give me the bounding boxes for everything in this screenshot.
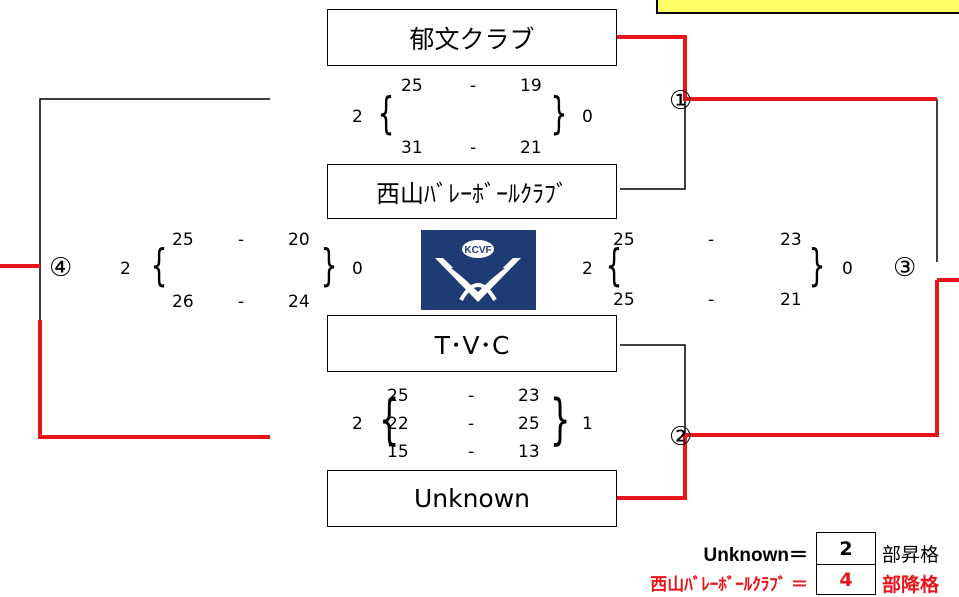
score-dash: -	[238, 292, 245, 312]
score-b: 25	[518, 414, 540, 434]
team-name: 西山ﾊﾞﾚｰﾎﾞｰﾙｸﾗﾌﾞ	[376, 180, 568, 208]
logo-text: KCVF	[464, 245, 491, 256]
right-brace: }	[320, 240, 338, 291]
match-3-sets-left: 2	[582, 259, 593, 279]
team-box-3: T･V･C	[327, 315, 617, 372]
match-1-sets-left: 2	[352, 107, 363, 127]
relegation-suffix: 部降格	[882, 575, 940, 596]
match-4-sets-right: 0	[352, 259, 363, 279]
score-a: 15	[387, 442, 409, 462]
header-banner	[656, 0, 959, 14]
score-dash: -	[470, 76, 477, 96]
match-2-sets-right: 1	[582, 414, 593, 434]
score-a: 25	[613, 230, 635, 250]
score-b: 20	[288, 230, 310, 250]
score-b: 24	[288, 292, 310, 312]
kcvf-logo-icon: KCVF	[435, 240, 521, 302]
score-dash: -	[708, 290, 715, 310]
match-1-label: ①	[669, 86, 693, 116]
score-dash: -	[468, 414, 475, 434]
score-dash: -	[468, 442, 475, 462]
score-a: 25	[401, 76, 423, 96]
score-b: 19	[520, 76, 542, 96]
score-a: 25	[613, 290, 635, 310]
left-brace: {	[377, 88, 395, 139]
match-3-label: ③	[893, 253, 917, 283]
team-name: T･V･C	[434, 330, 510, 360]
right-brace: }	[549, 388, 571, 451]
team-box-2: 西山ﾊﾞﾚｰﾎﾞｰﾙｸﾗﾌﾞ	[327, 164, 617, 219]
score-a: 22	[387, 414, 409, 434]
left-brace: {	[378, 388, 400, 451]
score-a: 31	[401, 138, 423, 158]
promotion-team: Unknown＝	[703, 545, 809, 566]
score-a: 25	[387, 386, 409, 406]
relegation-division: 4	[816, 564, 876, 595]
match-4-label: ④	[49, 253, 73, 283]
score-dash: -	[468, 386, 475, 406]
score-b: 23	[518, 386, 540, 406]
promotion-suffix: 部昇格	[882, 545, 940, 566]
score-b: 21	[780, 290, 802, 310]
score-b: 13	[518, 442, 540, 462]
team-name: 郁文クラブ	[409, 24, 535, 54]
score-a: 26	[172, 292, 194, 312]
match-2-sets-left: 2	[352, 414, 363, 434]
left-brace: {	[150, 240, 168, 291]
score-b: 21	[520, 138, 542, 158]
right-brace: }	[808, 240, 826, 291]
score-dash: -	[470, 138, 477, 158]
score-dash: -	[238, 230, 245, 250]
right-brace: }	[550, 88, 568, 139]
left-brace: {	[605, 240, 623, 291]
match-3-sets-right: 0	[842, 259, 853, 279]
match-4-sets-left: 2	[120, 259, 131, 279]
match-1-sets-right: 0	[582, 107, 593, 127]
relegation-team: 西山ﾊﾞﾚｰﾎﾞｰﾙｸﾗﾌﾞ ＝	[650, 575, 808, 594]
score-b: 23	[780, 230, 802, 250]
kcvf-logo: KCVF	[421, 230, 536, 310]
match-2-label: ②	[669, 422, 693, 452]
team-box-1: 郁文クラブ	[327, 9, 617, 66]
score-a: 25	[172, 230, 194, 250]
promotion-division: 2	[816, 532, 876, 565]
score-dash: -	[708, 230, 715, 250]
team-name: Unknown	[413, 484, 531, 513]
team-box-4: Unknown	[327, 470, 617, 527]
